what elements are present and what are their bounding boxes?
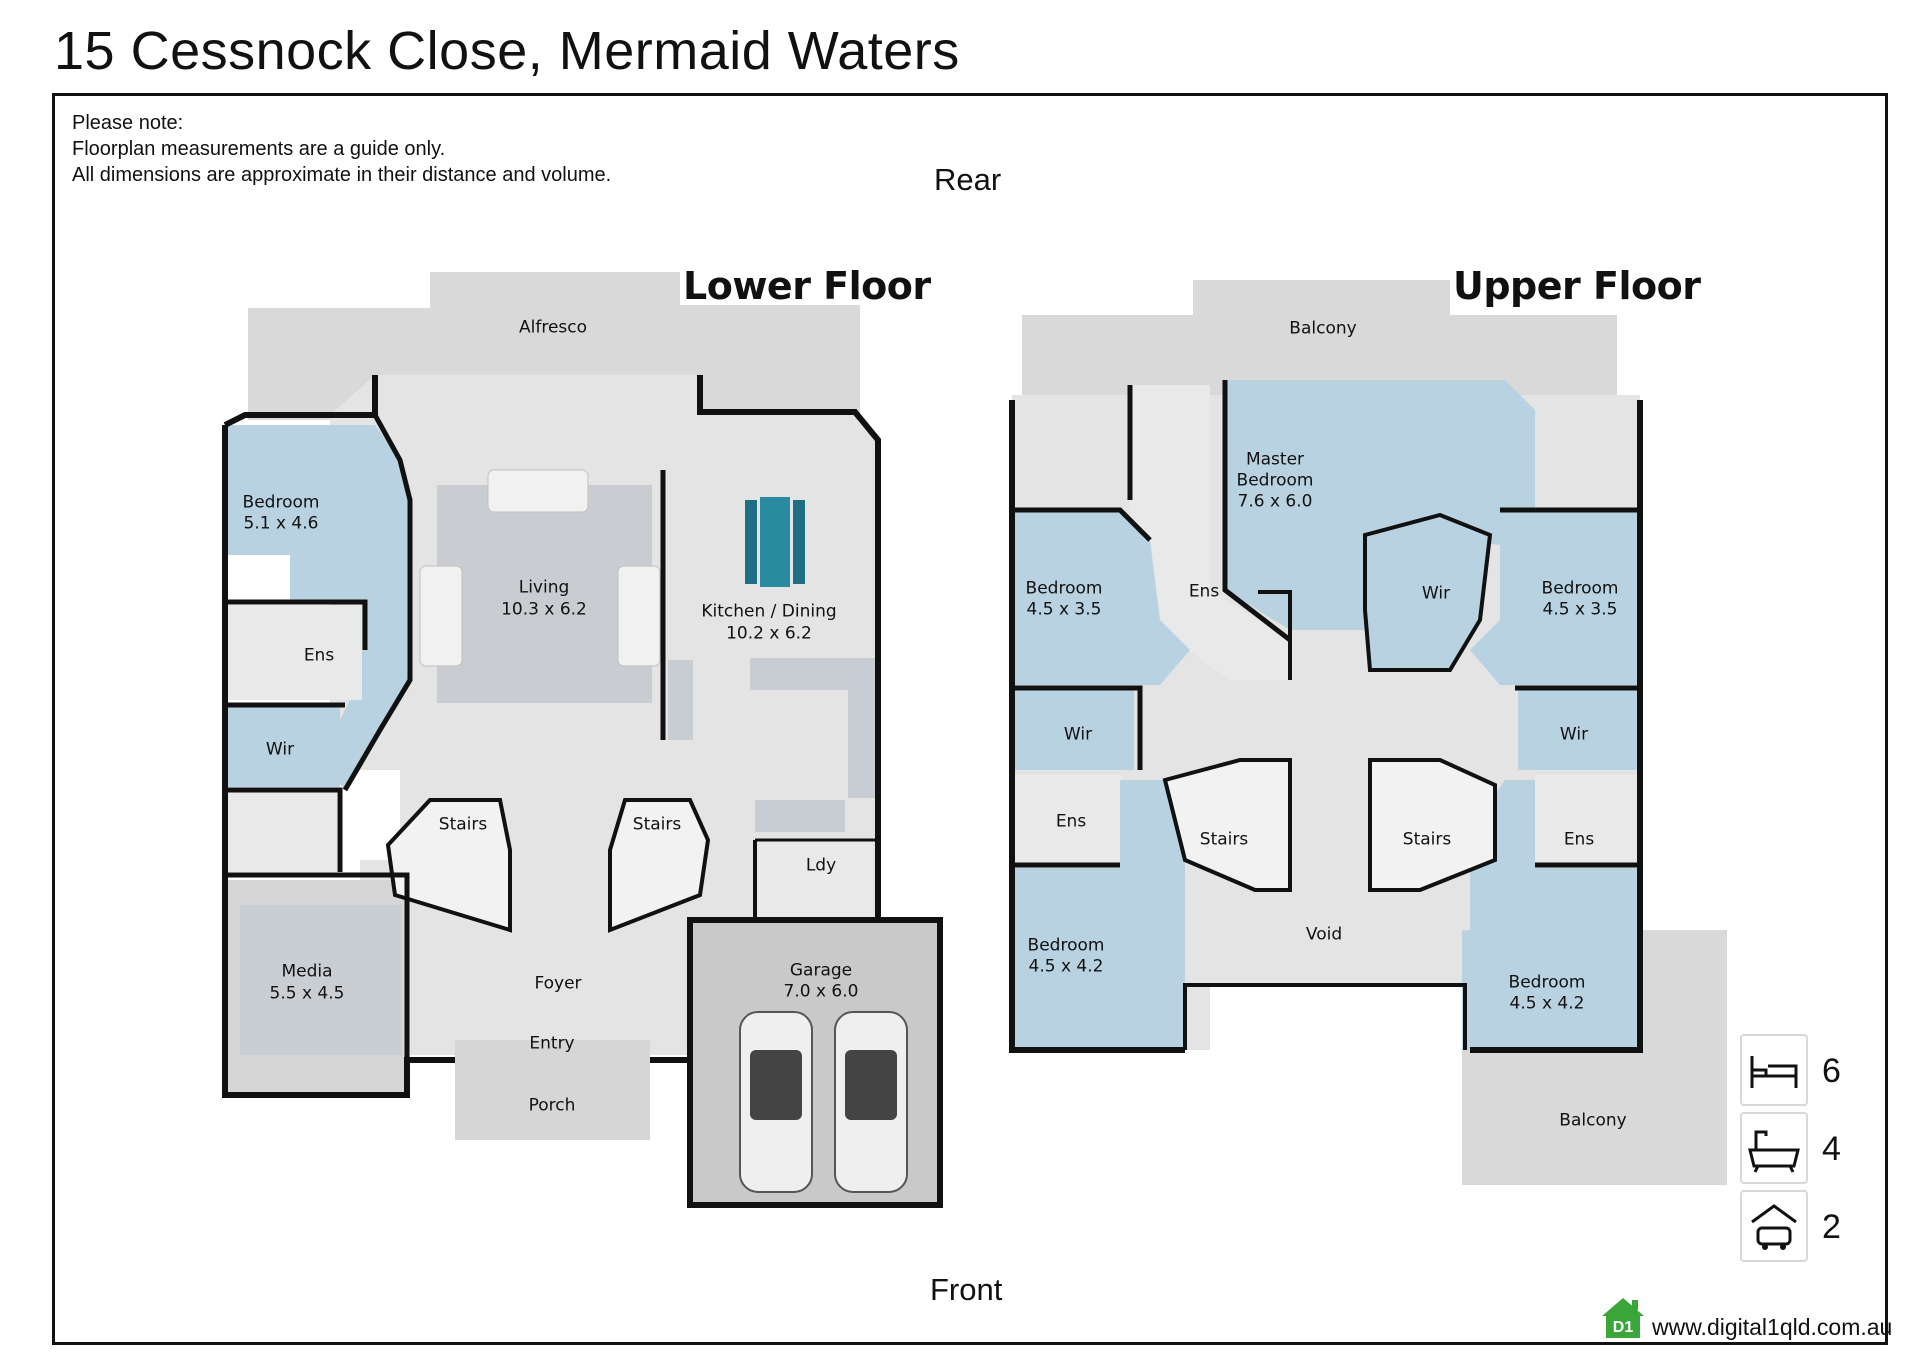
rear-label: Rear (934, 162, 1002, 197)
bath-icon (1740, 1112, 1808, 1184)
upper-bedroom-right-name: Bedroom (1541, 578, 1619, 599)
upper-wir-center-label: Wir (1421, 583, 1451, 604)
upper-floor-title: Upper Floor (1453, 264, 1701, 308)
upper-bedroom-left-dim: 4.5 x 3.5 (1026, 599, 1102, 620)
front-label: Front (930, 1272, 1003, 1307)
lower-stairs-left-label: Stairs (438, 814, 488, 835)
upper-ens-right-label: Ens (1563, 829, 1595, 850)
upper-bedroom-br-dim: 4.5 x 4.2 (1509, 993, 1585, 1014)
upper-balcony-top-label: Balcony (1289, 318, 1357, 339)
upper-bedroom-right-dim: 4.5 x 3.5 (1542, 599, 1618, 620)
lower-wir-label: Wir (265, 739, 295, 760)
master-name-2: Bedroom (1236, 470, 1314, 491)
bed-icon (1740, 1034, 1808, 1106)
lower-floor-plan (222, 272, 943, 1208)
car-icon (1740, 1190, 1808, 1262)
note-line-2: All dimensions are approximate in their … (72, 164, 612, 186)
page-title: 15 Cessnock Close, Mermaid Waters (54, 21, 960, 81)
lower-bedroom-dim: 5.1 x 4.6 (243, 513, 319, 534)
website-link[interactable]: www.digital1qld.com.au (1652, 1314, 1893, 1340)
upper-stairs-left-label: Stairs (1199, 829, 1249, 850)
lower-floor-title: Lower Floor (683, 264, 931, 308)
upper-wir-right-label: Wir (1559, 724, 1589, 745)
upper-floor-plan (1009, 280, 1727, 1185)
living-name: Living (518, 577, 570, 598)
media-name: Media (281, 961, 333, 982)
bedroom-count: 6 (1822, 1052, 1841, 1090)
void-label: Void (1305, 924, 1343, 945)
garage-dim: 7.0 x 6.0 (783, 981, 859, 1002)
brand-logo: D1 (1598, 1294, 1648, 1340)
upper-balcony-bottom-label: Balcony (1559, 1110, 1627, 1131)
lower-bedroom-name: Bedroom (242, 492, 320, 513)
upper-wir-left-label: Wir (1063, 724, 1093, 745)
porch-label: Porch (528, 1095, 576, 1116)
upper-bedroom-br-name: Bedroom (1508, 972, 1586, 993)
upper-bedroom-bl-name: Bedroom (1027, 935, 1105, 956)
upper-stairs-right-label: Stairs (1402, 829, 1452, 850)
laundry-label: Ldy (805, 855, 837, 876)
media-dim: 5.5 x 4.5 (269, 983, 345, 1004)
car-space-count: 2 (1822, 1208, 1841, 1246)
upper-ens-center-label: Ens (1188, 581, 1220, 602)
foyer-label: Foyer (534, 973, 582, 994)
garage-name: Garage (789, 960, 853, 981)
lower-stairs-right-label: Stairs (632, 814, 682, 835)
note-line-1: Floorplan measurements are a guide only. (72, 138, 446, 160)
brand-logo-text: D1 (1613, 1319, 1634, 1336)
master-dim: 7.6 x 6.0 (1237, 491, 1313, 512)
kitchen-name: Kitchen / Dining (701, 601, 837, 622)
bathroom-count: 4 (1822, 1130, 1841, 1168)
master-name: Master (1245, 449, 1305, 470)
upper-bedroom-left-name: Bedroom (1025, 578, 1103, 599)
entry-label: Entry (529, 1033, 575, 1054)
plan-frame (52, 93, 1888, 1345)
kitchen-dim: 10.2 x 6.2 (726, 623, 812, 644)
living-dim: 10.3 x 6.2 (501, 599, 587, 620)
lower-ens-label: Ens (303, 645, 335, 666)
upper-bedroom-bl-dim: 4.5 x 4.2 (1028, 956, 1104, 977)
note-heading: Please note: (72, 112, 184, 134)
upper-ens-left-label: Ens (1055, 811, 1087, 832)
alfresco-label: Alfresco (518, 317, 588, 338)
